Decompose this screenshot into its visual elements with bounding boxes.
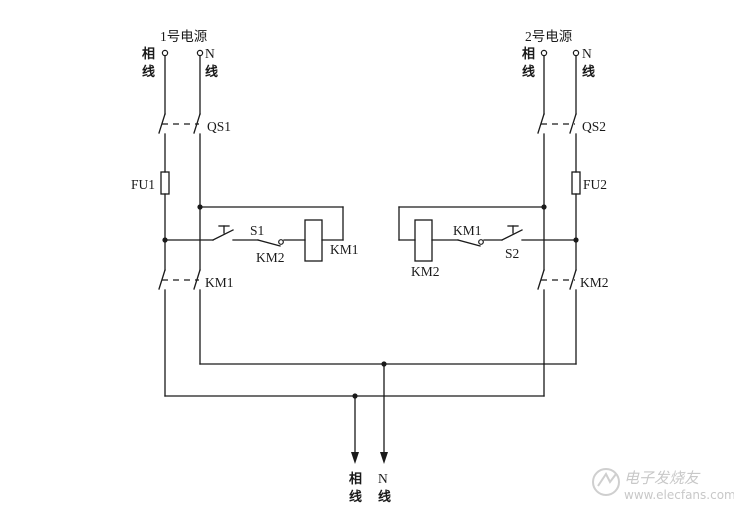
source1-phase-char-1: 相 <box>142 46 155 62</box>
fu2-label: FU2 <box>583 177 607 192</box>
qs2-label: QS2 <box>582 119 606 134</box>
output-phase-char-2: 线 <box>349 489 362 505</box>
output-neutral-char-1: N <box>378 471 388 486</box>
s2-pushbutton-contact <box>501 229 523 241</box>
source1-neutral-char-1: N <box>205 46 215 61</box>
qs1-label: QS1 <box>207 119 231 134</box>
qs2-neutral-blade <box>569 113 577 134</box>
watermark-logo-icon <box>592 468 620 496</box>
s1-pushbutton-contact <box>212 229 234 241</box>
source1-label: 1号电源 <box>160 29 208 44</box>
km1-main-contact-label: KM1 <box>205 275 234 290</box>
km1-interlock-nc-mark <box>478 239 484 245</box>
source1-neutral-char-2: 线 <box>205 64 218 80</box>
s1-label: S1 <box>250 223 264 238</box>
watermark-url: www.elecfans.com <box>624 488 734 502</box>
fu1-label: FU1 <box>131 177 155 192</box>
source2-phase-char-1: 相 <box>522 46 535 62</box>
watermark-brand: 电子发烧友 <box>624 469 701 487</box>
km2-coil <box>414 219 433 262</box>
watermark: 电子发烧友 www.elecfans.com <box>592 468 734 502</box>
source1-phase-char-2: 线 <box>142 64 155 80</box>
source1-phase-terminal <box>161 49 169 57</box>
source2-neutral-char-2: 线 <box>582 64 595 80</box>
source2-phase-terminal <box>540 49 548 57</box>
km2-interlock-nc-mark <box>278 239 284 245</box>
km2-interlock-contact <box>257 239 281 247</box>
km1-coil-label: KM1 <box>330 242 359 257</box>
s2-label: S2 <box>505 246 519 261</box>
output-neutral-char-2: 线 <box>378 489 391 505</box>
km2-main-contact-label: KM2 <box>580 275 609 290</box>
r-neutral-junction <box>573 237 579 243</box>
km1-coil <box>304 219 323 262</box>
km1-interlock-label: KM1 <box>453 223 482 238</box>
fu2-fuse <box>571 171 581 195</box>
km2-interlock-label: KM2 <box>256 250 285 265</box>
output-phase-char-1: 相 <box>349 471 362 487</box>
km2-coil-label: KM2 <box>411 264 440 279</box>
phase-output-arrow-icon <box>351 452 359 464</box>
source2-label: 2号电源 <box>525 29 573 44</box>
source2-phase-char-2: 线 <box>522 64 535 80</box>
neutral-output-arrow-icon <box>380 452 388 464</box>
km2-neutral-contact-blade <box>569 269 577 290</box>
source1-neutral-terminal <box>196 49 204 57</box>
km1-interlock-contact <box>457 239 481 247</box>
watermark-logo-bolt-icon <box>597 472 617 487</box>
source2-neutral-char-1: N <box>582 46 592 61</box>
fu1-fuse <box>160 171 170 195</box>
source2-neutral-terminal <box>572 49 580 57</box>
